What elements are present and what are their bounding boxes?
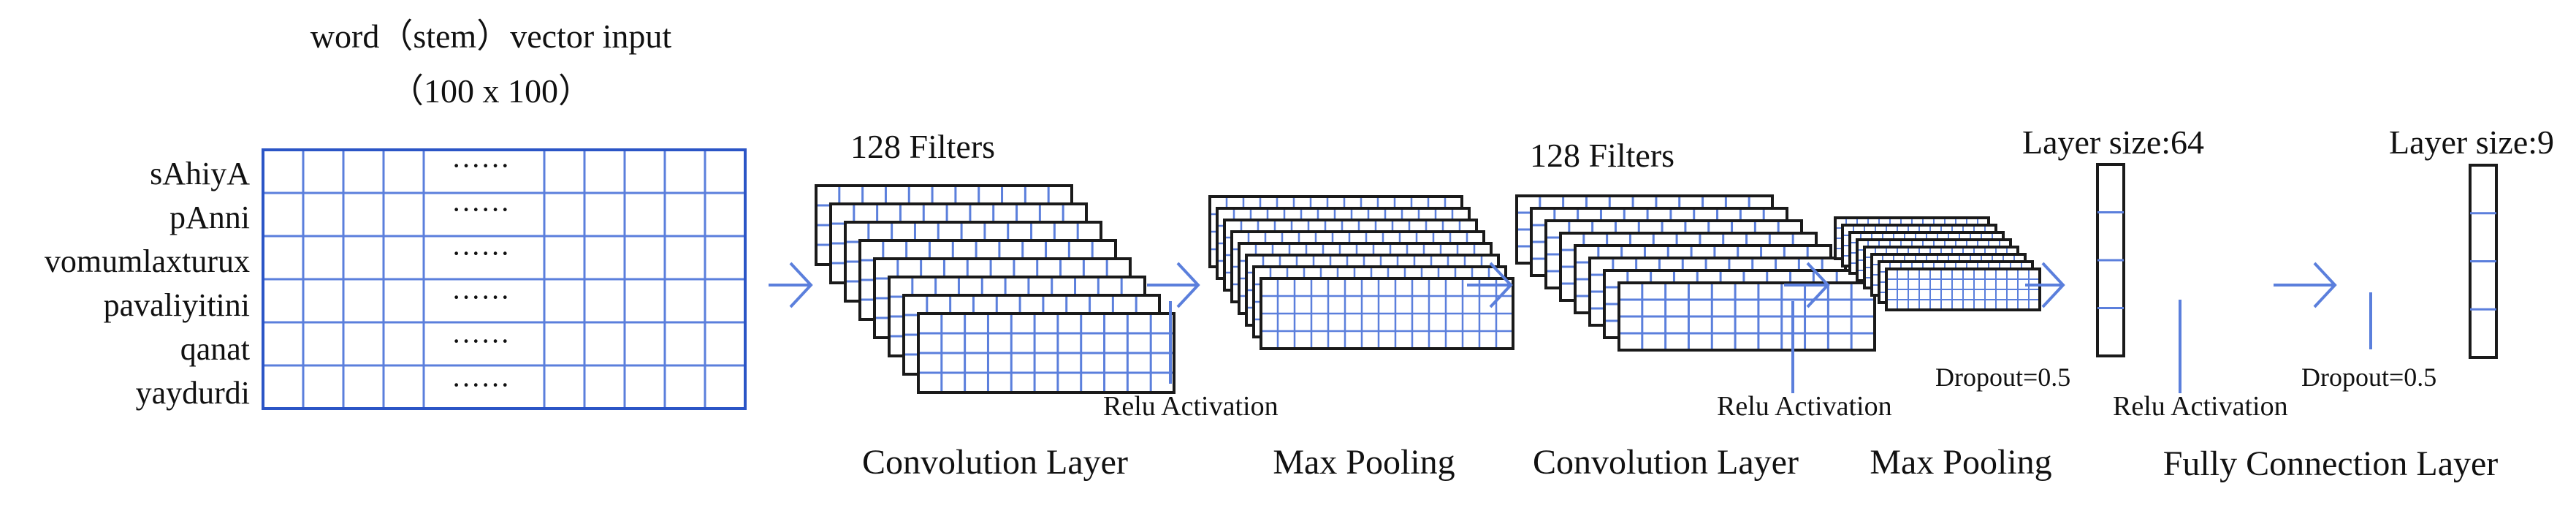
arrow-head	[1806, 262, 1830, 308]
right-arrow-icon	[769, 262, 813, 308]
row-ellipsis: ······	[451, 325, 510, 357]
row-ellipsis: ······	[451, 193, 510, 226]
input-title: word（stem）vector input	[310, 18, 672, 55]
row-ellipsis: ······	[451, 149, 510, 182]
fc-name-label: Fully Connection Layer	[2163, 444, 2499, 483]
conv1-filters-label: 128 Filters	[850, 128, 995, 165]
word-label: sAhiyA	[150, 156, 250, 191]
sheet-border	[1885, 268, 2041, 311]
feature-map-sheet	[1885, 268, 2041, 311]
dropout1-label: Dropout=0.5	[1935, 363, 2070, 392]
relu1-label: Relu Activation	[1103, 391, 1279, 422]
input-dimensions: （100 x 100）	[390, 72, 592, 110]
word-label: yaydurdi	[136, 375, 250, 411]
word-label: qanat	[180, 331, 250, 367]
dropout2-label: Dropout=0.5	[2301, 363, 2436, 392]
pool2-feature-maps	[1834, 216, 2041, 311]
arrow-head	[2041, 262, 2065, 308]
conv1-feature-maps	[815, 184, 1175, 394]
word-label: pavaliyitini	[104, 287, 250, 323]
arrow-head	[1489, 262, 1513, 308]
row-ellipsis: ······	[451, 368, 510, 401]
sheet-border	[1260, 277, 1514, 350]
word-label: vomumlaxturux	[45, 243, 250, 279]
right-arrow-icon	[1147, 262, 1200, 308]
row-ellipsis: ······	[451, 237, 510, 270]
arrow-head	[1176, 262, 1200, 308]
feature-map-sheet	[1260, 277, 1514, 350]
flow-arrows	[769, 262, 2337, 308]
fc1-layer-bar	[2096, 163, 2125, 357]
right-arrow-icon	[1467, 262, 1513, 308]
pool1-feature-maps	[1208, 195, 1514, 350]
input-matrix	[262, 148, 747, 410]
activation-markers	[1169, 292, 2372, 393]
fc1-size-label: Layer size:64	[2022, 124, 2204, 161]
relu3-label: Relu Activation	[2113, 391, 2288, 422]
conv2-feature-maps	[1515, 194, 1876, 352]
relu2-label: Relu Activation	[1717, 391, 1892, 422]
pool1-name-label: Max Pooling	[1273, 443, 1455, 482]
conv2-filters-label: 128 Filters	[1530, 137, 1674, 174]
arrow-head	[789, 262, 813, 308]
input-word-labels: sAhiyA pAnni vomumlaxturux pavaliyitini …	[45, 156, 250, 411]
right-arrow-icon	[2025, 262, 2065, 308]
right-arrow-icon	[1784, 262, 1830, 308]
feature-map-sheet	[917, 312, 1175, 394]
sheet-border	[1617, 281, 1876, 352]
word-label: pAnni	[169, 200, 250, 235]
matrix-ellipses: ······ ······ ······ ······ ······ ·····…	[451, 149, 510, 401]
matrix-border	[262, 148, 747, 410]
conv1-name-label: Convolution Layer	[862, 443, 1128, 482]
feature-map-sheet	[1617, 281, 1876, 352]
pool2-name-label: Max Pooling	[1870, 443, 2051, 482]
arrow-head	[2313, 262, 2337, 308]
right-arrow-icon	[2274, 262, 2337, 308]
conv2-name-label: Convolution Layer	[1533, 443, 1799, 482]
fc2-layer-bar	[2469, 164, 2498, 359]
fc2-size-label: Layer size:9	[2389, 124, 2554, 161]
row-ellipsis: ······	[451, 281, 510, 314]
sheet-border	[917, 312, 1175, 394]
